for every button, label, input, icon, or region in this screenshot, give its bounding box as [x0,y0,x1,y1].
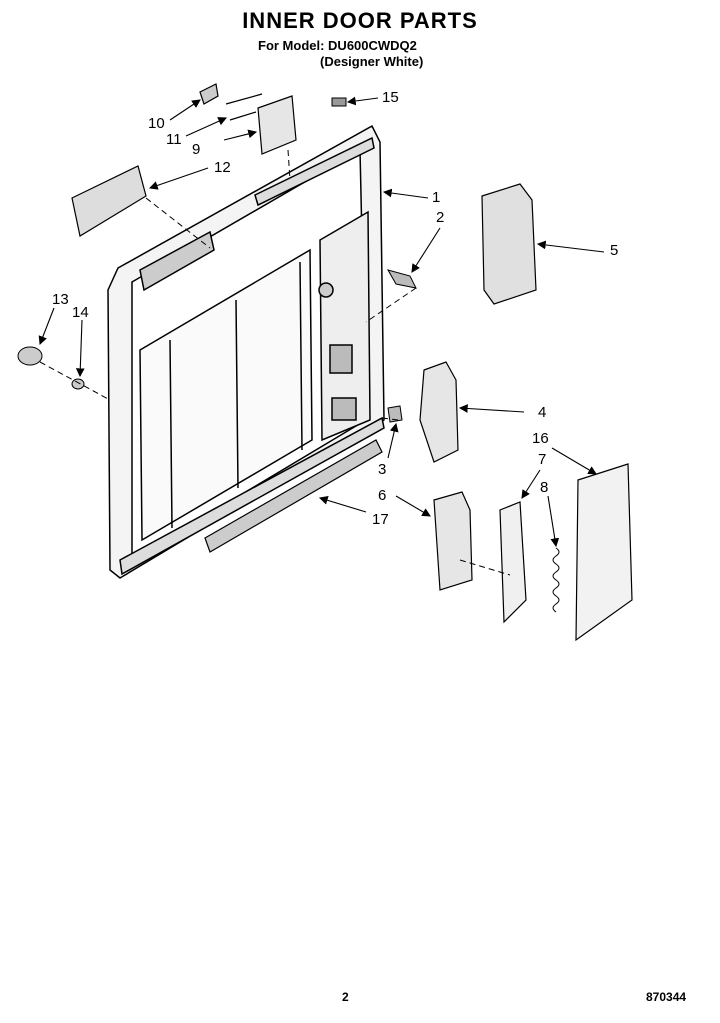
latch-slide [499,501,527,624]
color-line: (Designer White) [320,54,424,69]
callout-13: 13 [52,291,69,308]
bottom-trim-strip [204,439,383,553]
callout-12: 12 [214,159,231,176]
callout-10: 10 [148,115,165,132]
callout-17: 17 [372,511,389,528]
callout-4: 4 [538,404,546,421]
spring [552,547,560,613]
callout-2: 2 [436,209,444,226]
screw-15 [331,97,347,107]
latch-lever [433,491,473,591]
callout-5: 5 [610,242,618,259]
vent-grille [71,165,147,237]
callout-3: 3 [378,461,386,478]
latch-assembly [419,361,459,463]
callout-15: 15 [382,89,399,106]
model-line: For Model: DU600CWDQ2 [258,38,417,53]
callout-11: 11 [166,131,182,148]
document-code: 870344 [646,990,687,1004]
callout-labels: 1 2 3 4 5 6 7 8 9 10 11 12 13 14 15 16 1… [52,89,618,528]
callout-16: 16 [532,430,549,447]
top-cover-assembly [199,83,297,155]
callout-14: 14 [72,304,89,321]
page-title: INNER DOOR PARTS [242,8,478,33]
knob-3 [387,405,403,423]
leader-lines [39,149,511,576]
callout-6: 6 [378,487,386,504]
callout-8: 8 [540,479,548,496]
callout-arrows [38,96,605,548]
side-panel [575,463,633,642]
callout-9: 9 [192,141,200,158]
hinge-bracket [386,269,417,289]
callout-1: 1 [432,189,440,206]
inner-door-panel [107,124,385,579]
callout-7: 7 [538,451,546,468]
page-number: 2 [342,990,349,1004]
latch-housing [481,183,537,305]
